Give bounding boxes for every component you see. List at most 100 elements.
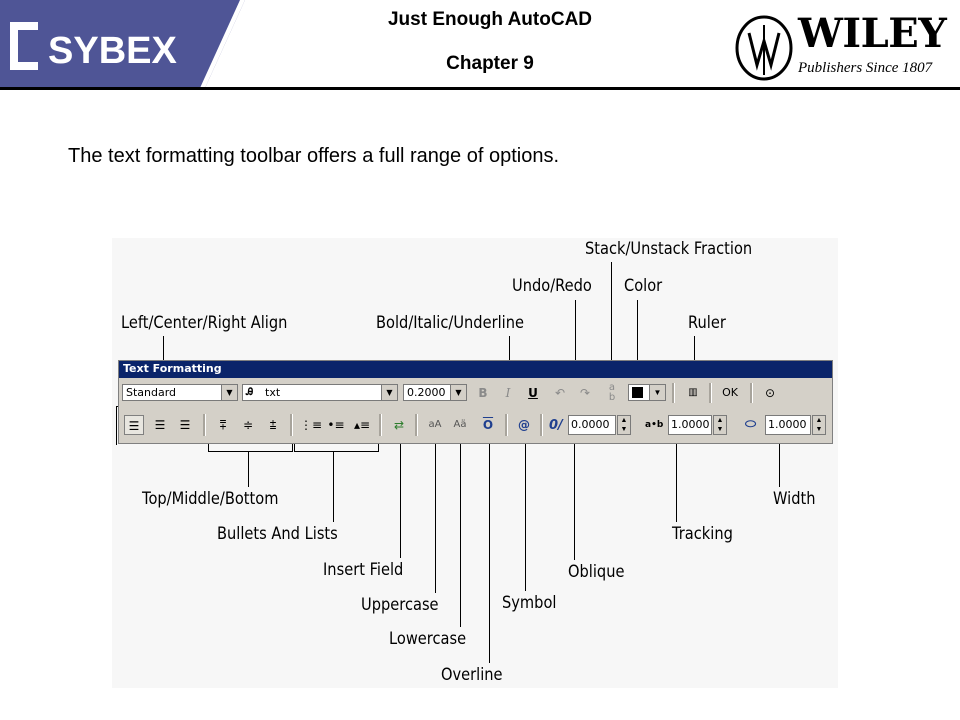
oblique-value: 0.0000 [571,418,610,431]
separator [203,414,206,436]
separator [290,414,293,436]
lettered-list-icon[interactable]: ▴≡ [353,418,371,432]
ruler-icon[interactable]: ▥ [688,387,698,398]
redo-icon[interactable]: ↷ [579,386,591,400]
tracking-value: 1.0000 [671,418,710,431]
leader-undo [575,300,576,380]
callout-align: Left/Center/Right Align [121,313,288,333]
separator [750,383,753,403]
chevron-down-icon[interactable]: ▼ [221,385,237,400]
font-dropdown[interactable]: Ꭿ txt ▼ [242,384,398,401]
separator [540,414,543,436]
leader-symbol [525,440,526,591]
toolbar-title-bar[interactable]: Text Formatting [119,361,832,378]
leader-ruler [694,336,695,380]
align-center-icon[interactable]: ☰ [154,418,166,432]
width-spinner-icon[interactable]: ▲▼ [812,415,826,435]
oblique-angle-input[interactable]: 0.0000 [568,415,616,435]
callout-overline: Overline [441,665,503,685]
leader-width [779,440,780,487]
lowercase-icon[interactable]: Aä [453,419,467,430]
numbered-list-icon[interactable]: ⋮≡ [300,418,323,432]
wiley-tagline: Publishers Since 1807 [798,60,933,76]
callout-top-middle-bottom: Top/Middle/Bottom [142,489,279,509]
truetype-font-icon: Ꭿ [246,387,254,398]
separator [505,414,508,436]
callout-undo-redo: Undo/Redo [512,276,592,296]
bold-button[interactable]: B [478,386,488,400]
underline-button[interactable]: U [528,386,538,400]
leader-color [637,300,638,380]
align-bottom-icon[interactable]: ⩲ [269,418,277,432]
separator [672,383,675,403]
callout-stack: Stack/Unstack Fraction [585,239,753,259]
align-top-icon[interactable]: ⩱ [219,418,227,432]
width-value: 1.0000 [768,418,807,431]
leader-uppercase [435,440,436,593]
callout-lowercase: Lowercase [389,629,467,649]
callout-oblique: Oblique [568,562,625,582]
bulleted-list-icon[interactable]: •≡ [327,418,345,432]
overline-icon[interactable]: O [482,418,494,432]
toolbar-title: Text Formatting [123,362,222,375]
color-dropdown[interactable]: ▼ [628,384,666,401]
toolbar-figure [112,238,838,688]
font-value: txt [265,386,281,399]
chevron-down-icon[interactable]: ▼ [649,385,665,400]
bracket-bullets [294,444,379,452]
bracket-top-mid-bottom [208,444,293,452]
options-icon[interactable]: ⊙ [764,386,776,400]
callout-width: Width [773,489,816,509]
chapter-label: Chapter 9 [446,53,534,74]
text-height-dropdown[interactable]: 0.2000 ▼ [403,384,467,401]
callout-color: Color [624,276,663,296]
leader-lowercase [460,440,461,627]
undo-icon[interactable]: ↶ [554,386,566,400]
callout-symbol: Symbol [502,593,557,613]
tracking-input[interactable]: 1.0000 [668,415,712,435]
callout-bold-italic-underline: Bold/Italic/Underline [376,313,524,333]
symbol-icon[interactable]: @ [518,418,530,432]
leader-oblique [574,440,575,560]
wiley-logo: WILEY [798,10,947,57]
header-divider [0,87,960,90]
leader-overline [489,440,490,663]
chevron-down-icon[interactable]: ▼ [450,385,466,400]
callout-bullets: Bullets And Lists [217,524,338,544]
align-left-icon[interactable]: ☰ [124,415,144,435]
tracking-spinner-icon[interactable]: ▲▼ [713,415,727,435]
leader-bullets [333,451,334,522]
leader-tracking [676,440,677,522]
width-factor-icon: ⬭ [745,417,757,432]
ok-button[interactable]: OK [722,386,738,399]
oblique-angle-icon: 0/ [549,418,563,433]
separator [415,414,418,436]
leader-insert-field [400,440,401,558]
align-right-icon[interactable]: ☰ [179,418,191,432]
text-height-value: 0.2000 [407,386,446,399]
tracking-icon: a•b [645,420,664,430]
sybex-logo: SYBEX [0,0,245,88]
insert-field-icon[interactable]: ⇄ [393,418,405,432]
slide-subtitle: The text formatting toolbar offers a ful… [68,145,560,167]
separator [379,414,382,436]
slide-title: Just Enough AutoCAD [387,9,593,30]
italic-button[interactable]: I [505,386,511,400]
leader-bold [509,336,510,382]
separator [709,383,712,403]
style-dropdown[interactable]: Standard ▼ [122,384,238,401]
oblique-spinner-icon[interactable]: ▲▼ [617,415,631,435]
uppercase-icon[interactable]: aA [428,419,442,430]
chevron-down-icon[interactable]: ▼ [381,385,397,400]
callout-ruler: Ruler [688,313,726,333]
style-value: Standard [126,386,177,399]
leader-stack [611,262,612,372]
callout-tracking: Tracking [672,524,733,544]
width-factor-input[interactable]: 1.0000 [765,415,811,435]
callout-insert-field: Insert Field [323,560,404,580]
callout-uppercase: Uppercase [361,595,439,615]
leader-top-mid-bottom [248,451,249,487]
color-swatch [632,387,643,398]
align-middle-icon[interactable]: ≑ [242,418,254,432]
